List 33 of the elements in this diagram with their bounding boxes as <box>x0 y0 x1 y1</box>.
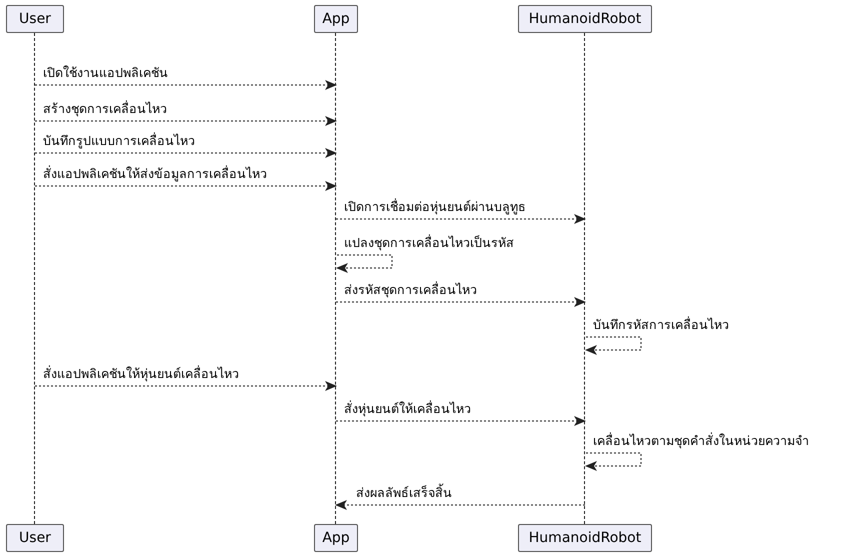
message-label: แปลงชุดการเคลื่อนไหวเป็นรหัส <box>344 235 514 251</box>
message-label: บันทึกรูปแบบการเคลื่อนไหว <box>43 133 195 149</box>
message-arrow <box>336 214 586 224</box>
message-label: เปิดใช้งานแอปพลิเคชัน <box>43 65 168 81</box>
lifeline <box>335 33 337 524</box>
message-label: สั่งแอปพลิเคชันให้ส่งข้อมูลการเคลื่อนไหว <box>43 166 267 182</box>
message-arrow <box>336 416 586 426</box>
lifeline <box>584 33 586 524</box>
message-label: สั่งแอปพลิเคชันให้หุ่นยนต์เคลื่อนไหว <box>43 366 239 382</box>
self-message-arrow <box>585 452 642 471</box>
message-arrow <box>34 181 337 191</box>
message-label: สั่งหุ่นยนต์ให้เคลื่อนไหว <box>344 401 471 417</box>
participant-box: User <box>6 5 64 33</box>
message-label: เปิดการเชื่อมต่อหุ่นยนต์ผ่านบลูทูธ <box>344 199 526 215</box>
message-label: ส่งรหัสชุดการเคลื่อนไหว <box>344 282 477 298</box>
message-label: ส่งผลลัพธ์เสร็จสิ้น <box>356 485 452 501</box>
message-arrow <box>335 500 586 510</box>
message-arrow <box>34 80 337 90</box>
participant-box: HumanoidRobot <box>518 524 652 552</box>
message-label: เคลื่อนไหวตามชุดคำสั่งในหน่วยความจำ <box>593 433 809 449</box>
participant-box: User <box>6 524 64 552</box>
participant-box: App <box>314 5 358 33</box>
self-message-arrow <box>585 336 642 355</box>
participant-box: HumanoidRobot <box>518 5 652 33</box>
self-message-arrow <box>336 254 392 273</box>
message-label: บันทึกรหัสการเคลื่อนไหว <box>593 317 729 333</box>
lifeline <box>34 33 36 524</box>
message-arrow <box>34 116 337 126</box>
message-label: สร้างชุดการเคลื่อนไหว <box>43 101 167 117</box>
message-arrow <box>34 381 337 391</box>
message-arrow <box>336 297 586 307</box>
message-arrow <box>34 148 337 158</box>
participant-box: App <box>314 524 358 552</box>
